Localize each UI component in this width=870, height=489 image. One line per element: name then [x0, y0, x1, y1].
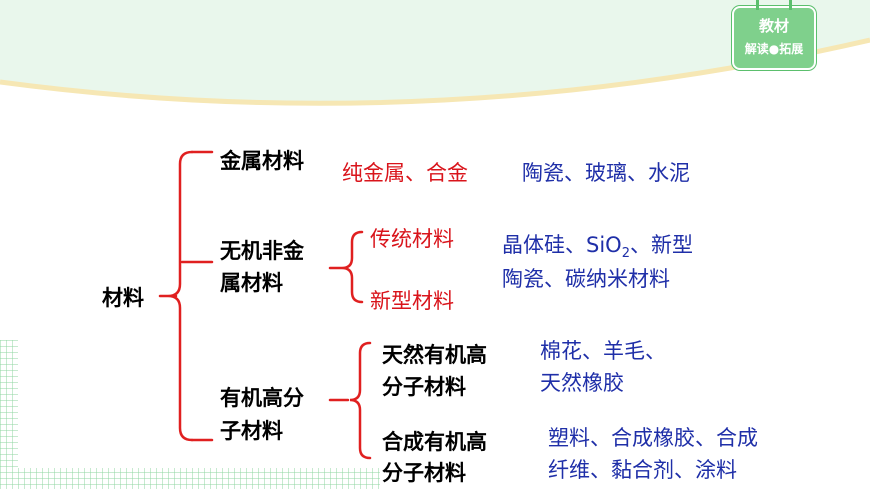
- ceramic-examples: 陶瓷、玻璃、水泥: [522, 161, 690, 185]
- synthetic-polymer-line1: 合成有机高: [382, 430, 487, 454]
- synthetic-examples-line1: 塑料、合成橡胶、合成: [548, 426, 758, 450]
- new-materials: 新型材料: [370, 289, 454, 313]
- subscript-2: 2: [621, 246, 630, 262]
- traditional-materials: 传统材料: [370, 227, 454, 251]
- synthetic-polymer-line2: 分子材料: [382, 461, 466, 485]
- examples-part-b: 、新型: [629, 233, 693, 257]
- natural-polymer-line2: 分子材料: [382, 375, 466, 399]
- organic-node-line2: 子材料: [220, 419, 283, 443]
- metal-categories: 纯金属、合金: [342, 161, 468, 185]
- new-materials-examples-line2: 陶瓷、碳纳米材料: [502, 267, 670, 291]
- natural-polymer-line1: 天然有机高: [382, 343, 487, 367]
- badge-tab-right: [789, 0, 792, 10]
- examples-part-a: 晶体硅、SiO: [502, 233, 622, 257]
- new-materials-examples-line1: 晶体硅、SiO2、新型: [502, 230, 693, 269]
- root-node: 材料: [102, 286, 144, 310]
- natural-examples-line2: 天然橡胶: [540, 371, 624, 395]
- textbook-badge: 教材 解读●拓展: [732, 0, 816, 70]
- synthetic-examples-line2: 纤维、黏合剂、涂料: [548, 458, 737, 482]
- natural-examples-line1: 棉花、羊毛、: [540, 339, 666, 363]
- badge-tab-left: [756, 0, 759, 10]
- badge-line2: 解读●拓展: [744, 42, 804, 56]
- inorganic-node-line1: 无机非金: [220, 239, 304, 263]
- grid-decoration: [0, 340, 380, 489]
- metal-materials-node: 金属材料: [220, 149, 304, 173]
- inorganic-node-line2: 属材料: [220, 271, 283, 295]
- organic-node-line1: 有机高分: [220, 386, 304, 410]
- badge-line1: 教材: [758, 17, 789, 35]
